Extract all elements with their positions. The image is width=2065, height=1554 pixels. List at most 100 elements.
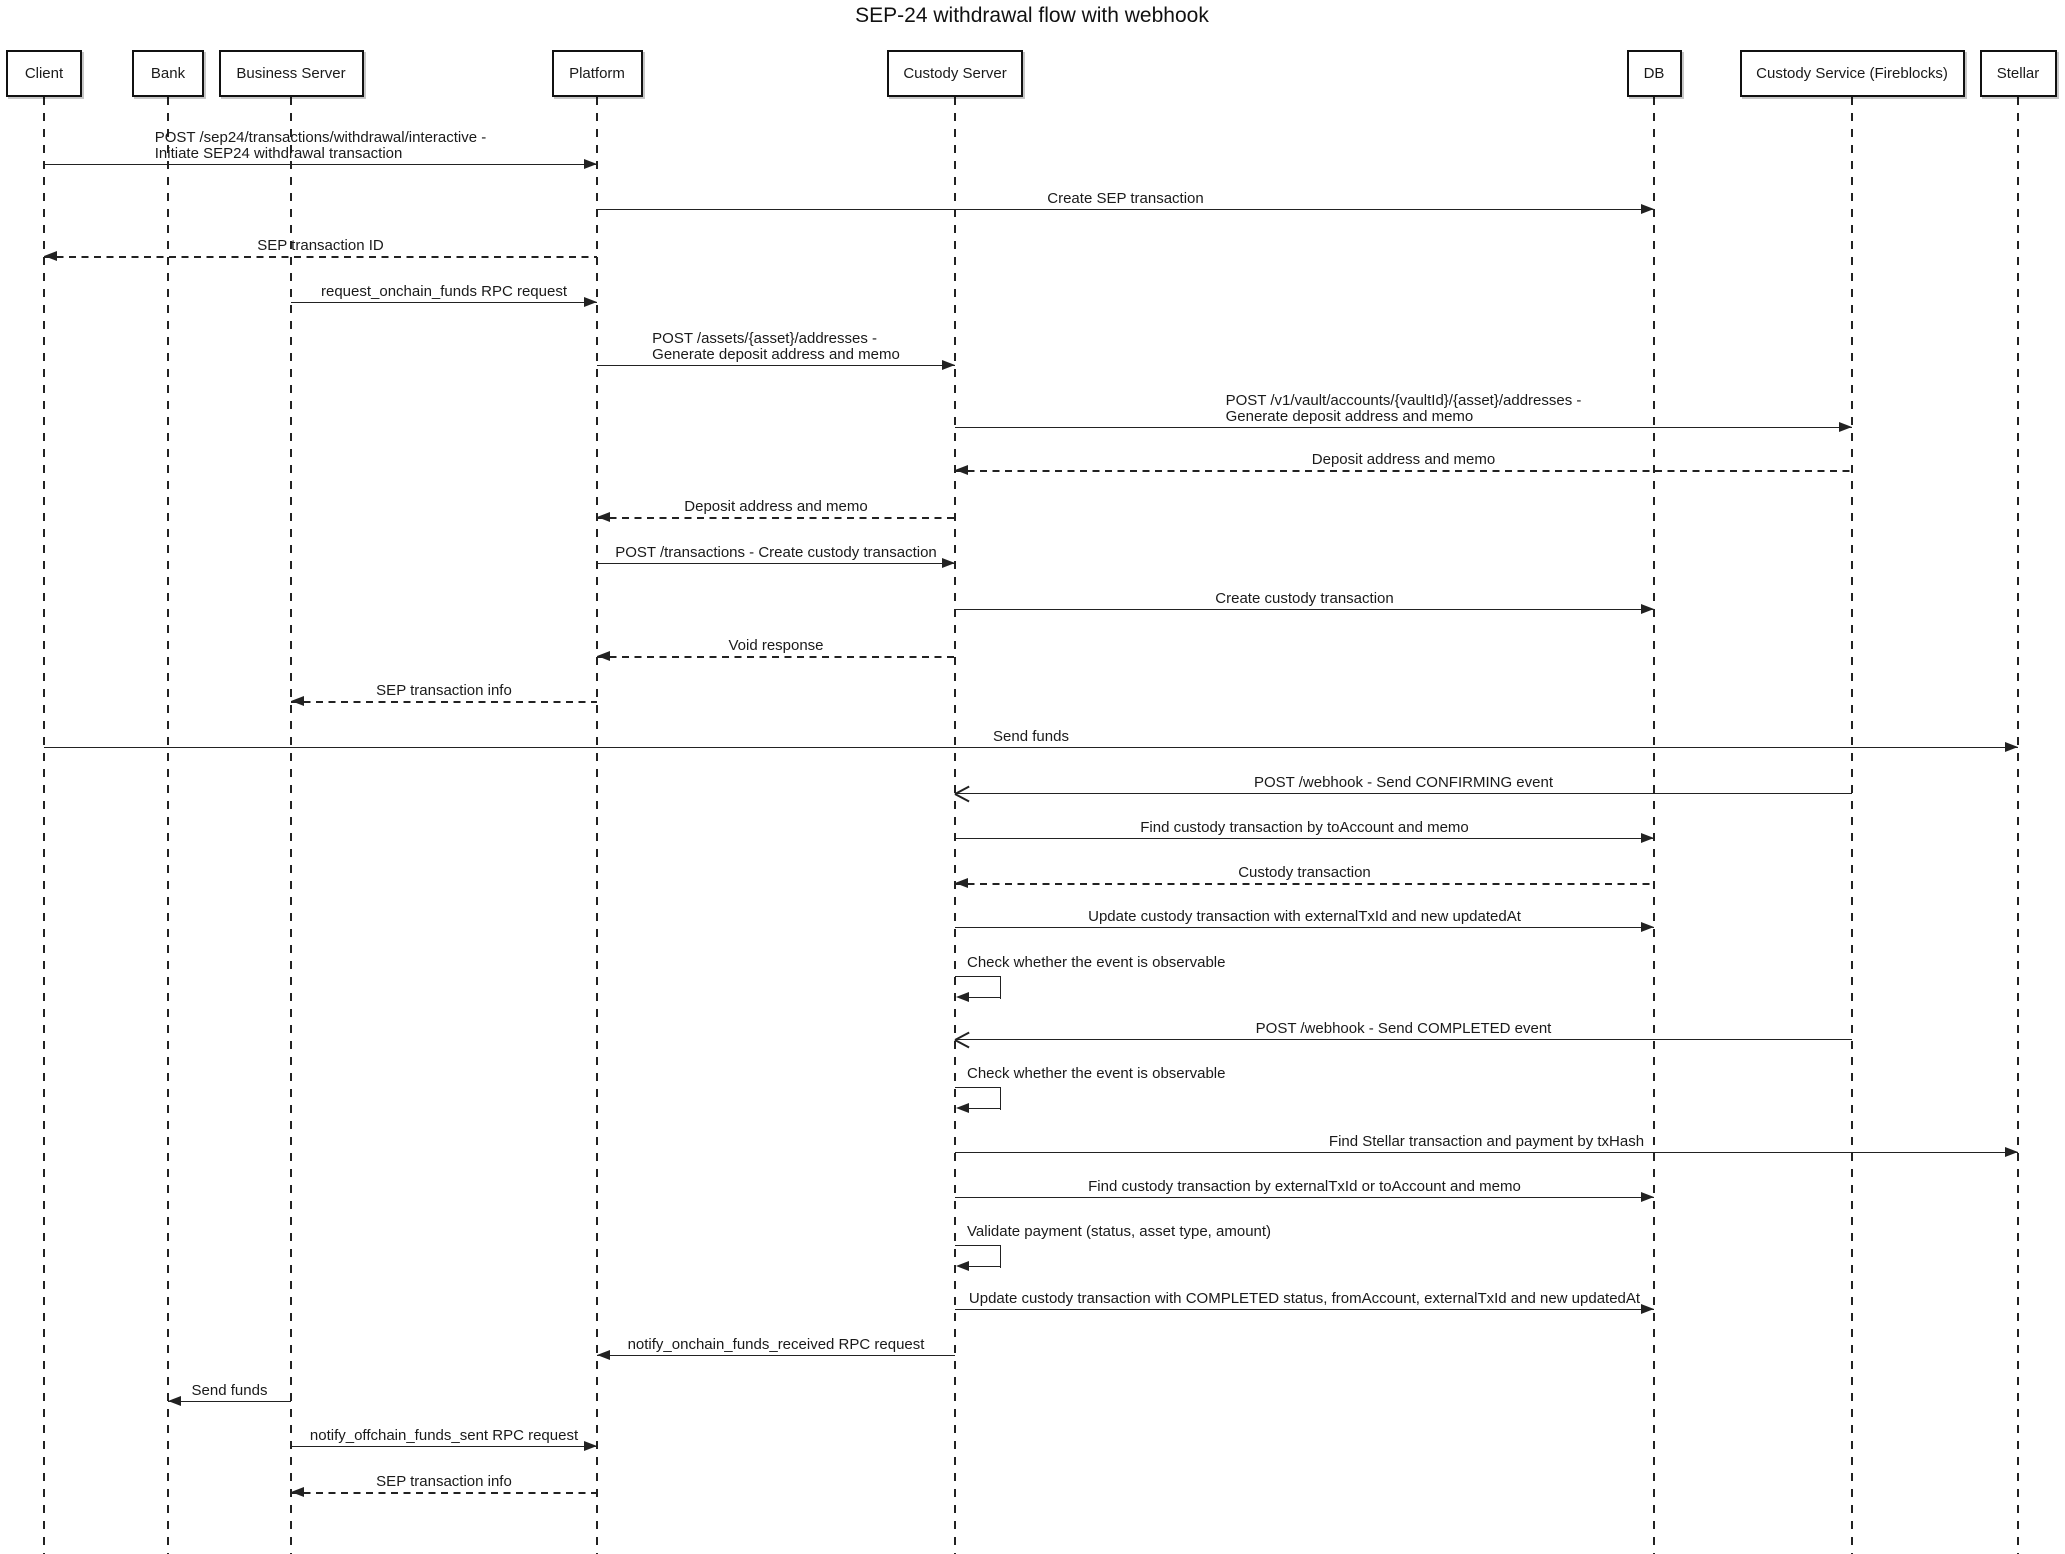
self-loop-bottom xyxy=(965,1266,1000,1267)
message-label: Check whether the event is observable xyxy=(967,1065,1226,1082)
lifeline-platform xyxy=(596,97,598,1554)
message-label: Deposit address and memo xyxy=(684,497,868,515)
message-label: SEP transaction info xyxy=(376,681,512,699)
message-arrow xyxy=(291,302,597,303)
message-label: notify_offchain_funds_sent RPC request xyxy=(309,1426,579,1444)
message-label: Send funds xyxy=(191,1381,268,1399)
arrowhead-icon xyxy=(1641,1191,1654,1202)
lifeline-custody xyxy=(954,97,956,1554)
message-label: Void response xyxy=(728,636,824,654)
message-arrow xyxy=(955,609,1654,610)
message-arrow xyxy=(955,927,1654,928)
participant-label: Business Server xyxy=(236,65,346,82)
message-arrow xyxy=(597,209,1654,210)
arrowhead-icon xyxy=(954,793,970,803)
message-arrow xyxy=(597,563,955,564)
arrowhead-icon xyxy=(291,695,304,706)
arrowhead-icon xyxy=(597,1349,610,1360)
arrowhead-icon xyxy=(1839,421,1852,432)
message-arrow xyxy=(291,1492,597,1494)
participant-db: DB xyxy=(1626,50,1682,97)
message-arrow xyxy=(44,164,597,165)
message-label: Create custody transaction xyxy=(1215,589,1394,607)
arrowhead-icon xyxy=(584,1440,597,1451)
message-label: POST /v1/vault/accounts/{vaultId}/{asset… xyxy=(1225,392,1582,425)
message-arrow xyxy=(44,256,597,258)
self-loop-right xyxy=(1000,1245,1001,1268)
message-label: Validate payment (status, asset type, am… xyxy=(967,1223,1272,1240)
participant-label: DB xyxy=(1643,65,1665,82)
arrowhead-icon xyxy=(2005,1146,2018,1157)
arrowhead-icon xyxy=(168,1395,181,1406)
message-label: SEP transaction info xyxy=(376,1472,512,1490)
arrowhead-icon xyxy=(955,877,968,888)
arrowhead-icon xyxy=(44,250,57,261)
arrowhead-icon xyxy=(1641,832,1654,843)
arrowhead-icon xyxy=(1641,203,1654,214)
self-loop-bottom xyxy=(965,1108,1000,1109)
participant-custody: Custody Server xyxy=(887,50,1023,97)
arrowhead-icon xyxy=(1641,921,1654,932)
message-arrow xyxy=(955,883,1654,885)
message-label: Find custody transaction by externalTxId… xyxy=(1088,1177,1521,1195)
lifeline-client xyxy=(43,97,45,1554)
message-label: Send funds xyxy=(993,727,1069,745)
participant-business: Business Server xyxy=(218,50,364,97)
participant-platform: Platform xyxy=(551,50,643,97)
participant-label: Platform xyxy=(569,65,625,82)
arrowhead-icon xyxy=(2005,741,2018,752)
message-arrow xyxy=(955,793,1852,794)
participant-fireblocks: Custody Service (Fireblocks) xyxy=(1739,50,1965,97)
lifeline-fireblocks xyxy=(1851,97,1853,1554)
message-arrow xyxy=(955,470,1852,472)
message-label: POST /webhook - Send CONFIRMING event xyxy=(1254,773,1553,791)
message-arrow xyxy=(597,517,955,519)
arrowhead-icon xyxy=(584,296,597,307)
arrowhead-icon xyxy=(956,991,969,1002)
self-loop-top xyxy=(955,1087,1000,1088)
arrowhead-icon xyxy=(1641,603,1654,614)
message-label: POST /assets/{asset}/addresses - Generat… xyxy=(652,330,900,363)
message-arrow xyxy=(597,1355,955,1356)
message-label: POST /sep24/transactions/withdrawal/inte… xyxy=(154,129,487,162)
arrowhead-icon xyxy=(942,557,955,568)
arrowhead-icon xyxy=(597,511,610,522)
message-label: POST /webhook - Send COMPLETED event xyxy=(1255,1019,1552,1037)
message-arrow xyxy=(955,1039,1852,1040)
arrowhead-icon xyxy=(942,359,955,370)
self-loop-bottom xyxy=(965,997,1000,998)
message-arrow xyxy=(597,656,955,658)
diagram-title: SEP-24 withdrawal flow with webhook xyxy=(855,4,1209,27)
message-label: POST /transactions - Create custody tran… xyxy=(615,543,937,561)
participant-label: Bank xyxy=(150,65,186,82)
lifeline-stellar xyxy=(2017,97,2019,1554)
arrowhead-icon xyxy=(956,1102,969,1113)
message-arrow xyxy=(955,1152,2018,1153)
message-arrow xyxy=(291,1446,597,1447)
arrowhead-icon xyxy=(955,464,968,475)
message-label: SEP transaction ID xyxy=(257,236,384,254)
message-label: Check whether the event is observable xyxy=(967,954,1226,971)
arrowhead-icon xyxy=(954,1039,970,1049)
participant-bank: Bank xyxy=(132,50,204,97)
message-label: request_onchain_funds RPC request xyxy=(321,282,567,300)
message-label: Find Stellar transaction and payment by … xyxy=(1328,1132,1645,1150)
message-arrow xyxy=(955,838,1654,839)
participant-label: Client xyxy=(24,65,64,82)
self-loop-top xyxy=(955,1245,1000,1246)
message-label: Create SEP transaction xyxy=(1047,189,1204,207)
participant-label: Stellar xyxy=(1996,65,2040,82)
arrowhead-icon xyxy=(1641,1303,1654,1314)
message-arrow xyxy=(597,365,955,366)
message-arrow xyxy=(955,427,1852,428)
message-label: Deposit address and memo xyxy=(1311,450,1496,468)
message-label: Find custody transaction by toAccount an… xyxy=(1140,818,1469,836)
arrowhead-icon xyxy=(291,1486,304,1497)
self-loop-top xyxy=(955,976,1000,977)
participant-stellar: Stellar xyxy=(1979,50,2057,97)
message-arrow xyxy=(44,747,2018,748)
message-label: Custody transaction xyxy=(1238,863,1371,881)
message-label: notify_onchain_funds_received RPC reques… xyxy=(627,1335,925,1353)
participant-client: Client xyxy=(6,50,82,97)
